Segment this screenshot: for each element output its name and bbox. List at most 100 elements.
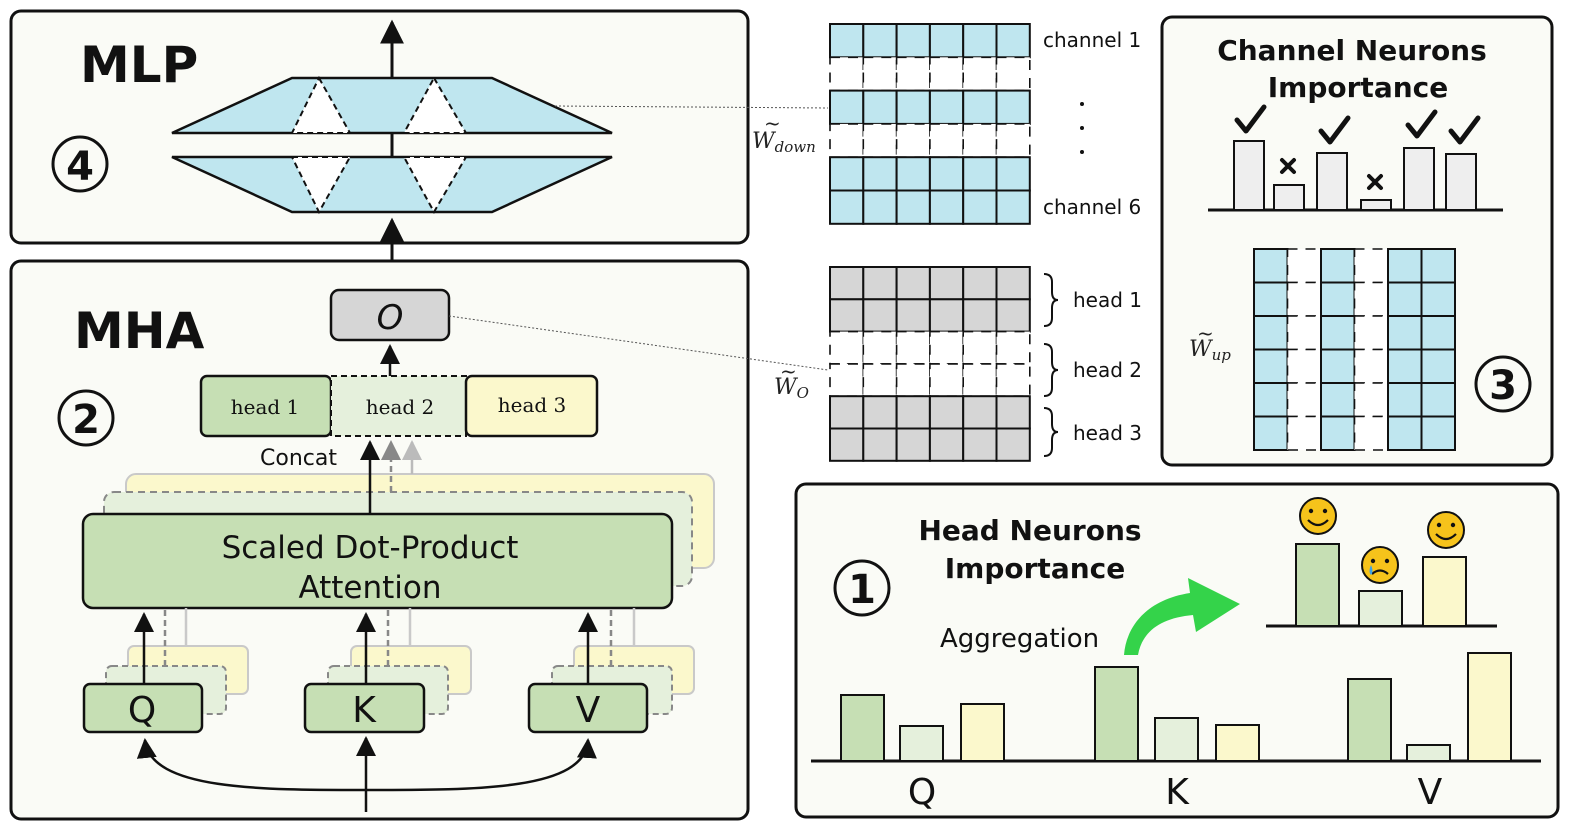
w-up-pruned-cell [1286, 348, 1322, 384]
w-down-cell [829, 189, 865, 225]
w-up-cell [1320, 348, 1356, 384]
w-down-cell [829, 23, 865, 59]
w-o-pruned-cell [895, 330, 931, 365]
axis-label-k: K [1165, 772, 1190, 813]
q-head-2-bar [899, 725, 944, 762]
w-up-cell [1387, 348, 1423, 384]
w-up-pruned-cell [1286, 382, 1322, 418]
w-down-pruned-cell [962, 56, 998, 92]
w-down-pruned-cell [895, 123, 931, 159]
check-icon [1318, 115, 1351, 145]
w-o-cell [829, 266, 865, 301]
smiley-icon [1299, 497, 1337, 535]
w-up-cell [1253, 248, 1289, 284]
w-down-matrix [829, 23, 1031, 225]
aggregation-label: Aggregation [940, 624, 1099, 654]
attention-label-line2: Attention [298, 570, 441, 606]
w-up-cell [1253, 415, 1289, 451]
w-o-cell [928, 298, 965, 333]
mlp-number-circle [51, 135, 109, 193]
w-up-pruned-cell [1353, 415, 1389, 451]
w-o-cell [895, 395, 931, 430]
w-down-cell [862, 189, 898, 225]
k-head-1-bar [1094, 666, 1139, 762]
w-o-cell [962, 427, 998, 462]
head-braces [1043, 273, 1059, 457]
w-o-cell [862, 266, 898, 301]
concat-label: Concat [260, 446, 337, 471]
curved-arrow-icon [1124, 578, 1240, 655]
w-o-cell [895, 427, 931, 462]
w-o-tilde: ~ [780, 359, 797, 383]
w-down-cell [962, 189, 998, 225]
w-down-cell [829, 89, 865, 125]
w-o-cell [862, 427, 898, 462]
w-o-cell [995, 395, 1031, 430]
mlp-number: 4 [66, 144, 94, 190]
w-down-pruned-cell [929, 56, 965, 92]
w-up-pruned-cell [1286, 281, 1322, 317]
check-icon [1448, 115, 1481, 145]
v-head-1-bar [1347, 678, 1392, 762]
w-down-pruned-cell [995, 123, 1031, 159]
wo-head-3-label: head 3 [1073, 421, 1142, 445]
mlp-pruned-neuron [290, 156, 352, 215]
w-up-cell [1253, 382, 1289, 418]
w-up-cell [1420, 315, 1456, 351]
v-head-3-bar [1467, 652, 1512, 762]
w-up-cell [1320, 281, 1356, 317]
w-up-cell [1387, 415, 1423, 451]
axis-label-v: V [1418, 772, 1443, 813]
w-up-cell [1420, 348, 1456, 384]
cross-icon [1280, 158, 1296, 174]
wo-head-1-label: head 1 [1073, 288, 1142, 312]
q-input-stack: Q [82, 608, 249, 734]
w-down-cell [962, 23, 998, 59]
output-projection-label: O [377, 298, 404, 338]
w-down-cell [928, 89, 965, 125]
w-up-cell [1387, 315, 1423, 351]
w-o-label: WO [774, 375, 809, 402]
w-o-cell [862, 298, 898, 333]
mlp-pruned-neuron [402, 156, 468, 215]
w-up-cell [1320, 248, 1356, 284]
w-o-cell [995, 266, 1031, 301]
w-o-pruned-cell [929, 363, 965, 397]
w-o-pruned-cell [862, 363, 898, 397]
w-down-cell [862, 89, 898, 125]
w-o-cell [829, 298, 865, 333]
head-number: 1 [848, 567, 876, 613]
mha-title: MHA [74, 302, 205, 360]
w-o-cell [928, 395, 965, 430]
w-down-cell [962, 89, 998, 125]
w-down-cell [895, 189, 931, 225]
w-down-cell [895, 156, 931, 192]
w-o-cell [895, 298, 931, 333]
w-down-pruned-cell [829, 123, 865, 159]
mha-head-2-label: head 2 [366, 395, 435, 419]
mlp-title: MLP [80, 36, 198, 94]
w-down-label: Wdown [752, 129, 816, 156]
w-o-cell [962, 266, 998, 301]
mha-number-circle [57, 389, 115, 447]
w-up-pruned-cell [1353, 281, 1389, 317]
head-importance-panel: Head Neurons Importance 1 Aggregation [794, 482, 1560, 819]
head-3-segment [464, 374, 599, 438]
check-icon [1234, 104, 1267, 134]
w-down-pruned-cell [962, 123, 998, 159]
w-up-cell [1420, 415, 1456, 451]
head-number-circle [833, 559, 891, 617]
w-o-cell [995, 298, 1031, 333]
w-down-cell [962, 156, 998, 192]
w-o-pruned-cell [962, 363, 998, 397]
mha-head-3-label: head 3 [498, 393, 567, 417]
w-o-cell [829, 427, 865, 462]
w-up-cell [1253, 281, 1289, 317]
w-down-pruned-cell [862, 123, 898, 159]
w-down-cell [995, 189, 1031, 225]
w-up-tilde: ~ [1197, 321, 1214, 345]
mha-head-1-label: head 1 [231, 395, 300, 419]
w-o-cell [928, 427, 965, 462]
w-up-cell [1253, 315, 1289, 351]
